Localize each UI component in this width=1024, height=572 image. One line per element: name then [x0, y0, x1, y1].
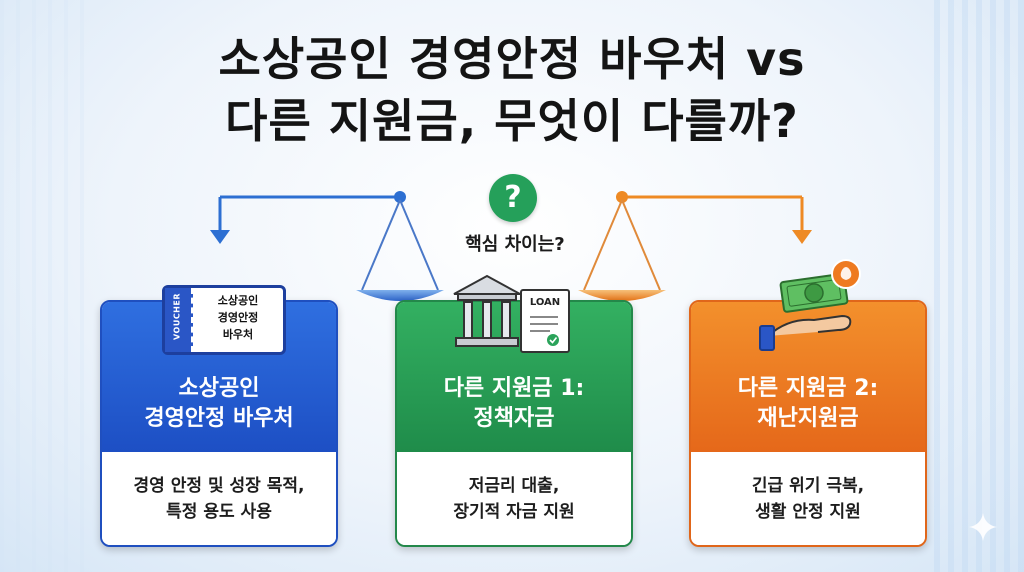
page-title: 소상공인 경영안정 바우처 vs 다른 지원금, 무엇이 다를까? [0, 28, 1024, 152]
voucher-text-line1: 소상공인 [217, 294, 259, 307]
question-mark-icon: ? [489, 174, 537, 222]
voucher-stub-label: VOUCHER [172, 292, 182, 341]
card-voucher-title-line2: 경영안정 바우처 [144, 406, 294, 431]
card-policy-fund-header: 다른 지원금 1: 정책자금 [397, 302, 631, 452]
card-disaster-fund-title: 다른 지원금 2: 재난지원금 [691, 374, 925, 434]
arrow-right-icon [792, 230, 812, 244]
document-lines-icon [530, 316, 559, 346]
title-line-2: 다른 지원금, 무엇이 다를까? [225, 94, 799, 148]
bank-building-icon [453, 274, 521, 347]
core-difference-label: 핵심 차이는? [465, 234, 565, 255]
voucher-ticket-icon: VOUCHER 소상공인 경영안정 바우처 [162, 285, 286, 355]
hand-money-icon [759, 259, 861, 351]
loan-document-label: LOAN [529, 297, 561, 308]
card-policy-fund-desc-line1: 저금리 대출, [468, 475, 560, 496]
background-decoration-right [934, 0, 1024, 572]
background-decoration-left [0, 0, 90, 572]
card-disaster-fund-title-line2: 재난지원금 [757, 406, 859, 431]
card-voucher-title-line1: 소상공인 [178, 376, 260, 401]
sparkle-icon [969, 513, 997, 541]
card-policy-fund-title-line2: 정책자금 [473, 406, 555, 431]
voucher-text-line2: 경영안정 [217, 311, 259, 324]
card-disaster-fund: 다른 지원금 2: 재난지원금 긴급 위기 극복, 생활 안정 지원 [689, 300, 927, 547]
voucher-text-line3: 바우처 [222, 328, 254, 341]
arrow-left-icon [210, 230, 230, 244]
card-policy-fund: 다른 지원금 1: 정책자금 저금리 대출, 장기적 자금 지원 [395, 300, 633, 547]
card-policy-fund-title: 다른 지원금 1: 정책자금 [397, 374, 631, 434]
card-policy-fund-desc-line2: 장기적 자금 지원 [453, 501, 575, 522]
voucher-stub: VOUCHER [165, 288, 193, 352]
card-disaster-fund-desc-line2: 생활 안정 지원 [755, 501, 861, 522]
voucher-text: 소상공인 경영안정 바우처 [195, 292, 281, 343]
card-voucher-title: 소상공인 경영안정 바우처 [102, 374, 336, 434]
loan-document-icon: LOAN [520, 289, 570, 353]
card-policy-fund-description: 저금리 대출, 장기적 자금 지원 [397, 452, 631, 545]
card-disaster-fund-description: 긴급 위기 극복, 생활 안정 지원 [691, 452, 925, 545]
card-disaster-fund-desc-line1: 긴급 위기 극복, [751, 475, 865, 496]
card-disaster-fund-title-line1: 다른 지원금 2: [737, 376, 879, 401]
card-voucher-description: 경영 안정 및 성장 목적, 특정 용도 사용 [102, 452, 336, 545]
card-voucher-desc-line1: 경영 안정 및 성장 목적, [133, 475, 305, 496]
card-policy-fund-title-line1: 다른 지원금 1: [443, 376, 585, 401]
card-voucher-desc-line2: 특정 용도 사용 [166, 501, 272, 522]
title-line-1: 소상공인 경영안정 바우처 vs [218, 32, 806, 86]
